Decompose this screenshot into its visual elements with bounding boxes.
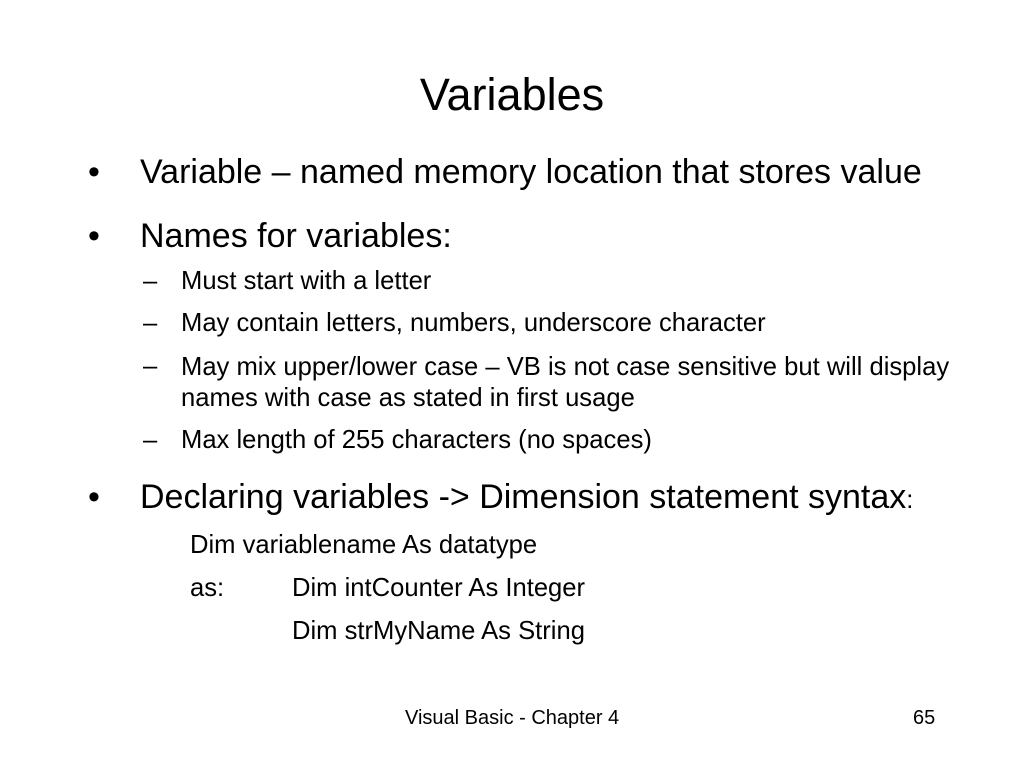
sub-bullet-text: May mix upper/lower case – VB is not cas… — [181, 353, 950, 412]
sub-bullet-marker: – — [143, 352, 158, 380]
slide-title: Variables — [419, 69, 605, 120]
bullet-text: Variable – named memory location that st… — [140, 153, 922, 191]
page-number: 65 — [913, 707, 936, 729]
bullet-marker: • — [88, 153, 100, 191]
syntax-example: Dim intCounter As Integer — [292, 574, 586, 602]
syntax-declaration: Dim variablename As datatype — [190, 531, 538, 559]
sub-bullet-marker: – — [143, 267, 158, 295]
bullet-text: Declaring variables -> Dimension stateme… — [140, 480, 913, 514]
footer-text: Visual Basic - Chapter 4 — [405, 707, 620, 729]
bullet-marker: • — [88, 478, 100, 516]
bullet-marker: • — [88, 217, 100, 255]
sub-bullet-text: Max length of 255 characters (no spaces) — [181, 426, 652, 454]
sub-bullet-marker: – — [143, 309, 158, 337]
bullet-text: Names for variables: — [140, 217, 452, 255]
sub-bullet-marker: – — [143, 426, 158, 454]
syntax-example-label: as: — [190, 574, 225, 602]
syntax-example: Dim strMyName As String — [292, 617, 585, 645]
sub-bullet-text: Must start with a letter — [181, 267, 432, 295]
bullet-text-main: Declaring variables -> Dimension stateme… — [140, 478, 907, 516]
bullet-text-colon: : — [906, 486, 914, 514]
sub-bullet-text: May contain letters, numbers, underscore… — [181, 309, 766, 337]
